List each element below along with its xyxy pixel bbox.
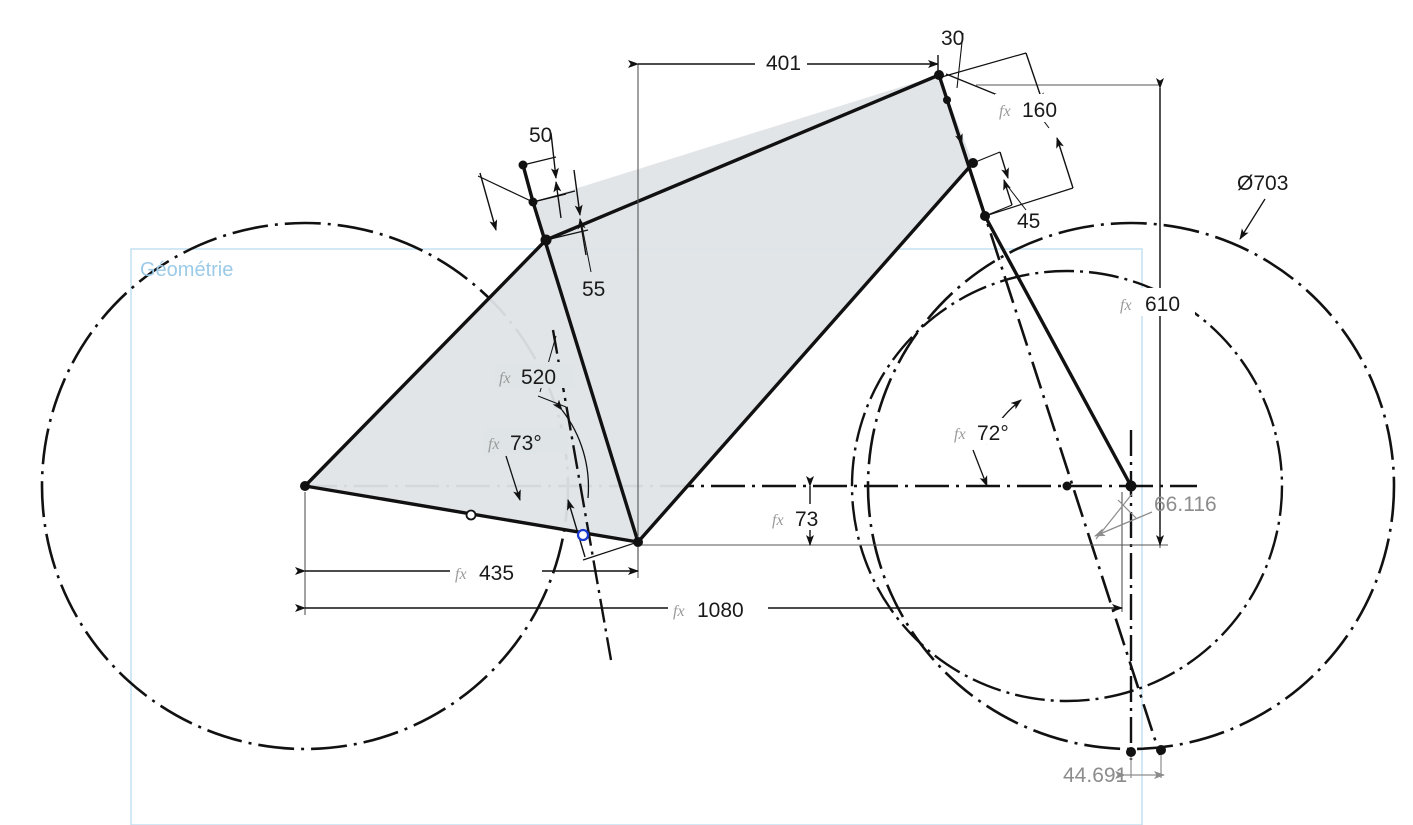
dimension-top-tube-401[interactable]: 401	[628, 50, 939, 76]
dimension-head-angle-72[interactable]: fx 72°	[950, 399, 1038, 487]
fx-marker-73deg: fx	[488, 436, 500, 453]
top-tube	[544, 73, 941, 242]
dim-label-55: 55	[582, 278, 605, 301]
point-steering-ground-center	[1062, 481, 1072, 491]
dim-label-bbdrop: 73	[795, 508, 818, 531]
dimension-head-45[interactable]: 45	[972, 151, 1040, 233]
front-wheel-inner-circle[interactable]	[850, 269, 1284, 703]
seat-stay	[303, 238, 548, 488]
dim-label-50: 50	[529, 124, 552, 147]
dimension-wheelbase-1080[interactable]: fx 1080	[295, 595, 1123, 622]
dimension-seat-55[interactable]: 55	[532, 169, 605, 301]
dim-label-610: 610	[1145, 293, 1180, 316]
point-seat-post-top	[518, 160, 528, 170]
frame-fill-region	[305, 75, 973, 542]
point-rear-axle	[300, 481, 310, 491]
fx-marker-610: fx	[1120, 297, 1132, 314]
point-head-tube-bottom	[980, 211, 990, 221]
sketch-name-label: Géométrie	[140, 259, 233, 281]
fx-marker-1080: fx	[673, 603, 685, 620]
point-seat-tube-top	[528, 197, 538, 207]
seat-post	[521, 163, 535, 204]
dimension-stack-610[interactable]: fx 610	[1115, 78, 1195, 546]
dimension-seat-angle-73[interactable]: fx 73°	[484, 395, 590, 501]
dim-label-45: 45	[1017, 210, 1040, 233]
down-tube	[636, 161, 975, 544]
dimension-head-tube-160[interactable]: fx 160	[937, 52, 1081, 217]
dim-label-160: 160	[1022, 99, 1057, 122]
dim-label-30: 30	[941, 27, 964, 50]
point-bottom-bracket	[633, 537, 643, 547]
dim-label-trail: 66.116	[1154, 493, 1217, 516]
dimension-offset-44691[interactable]: 44.691	[1063, 752, 1165, 787]
point-head-tube-down-tube	[968, 158, 978, 168]
fork-blade	[983, 214, 1133, 488]
point-head-tube-top	[934, 70, 944, 80]
fx-marker-520: fx	[499, 370, 511, 387]
dim-label-435: 435	[479, 562, 514, 585]
point-head-tube-top-tube	[943, 96, 951, 104]
dim-label-73deg: 73°	[510, 432, 542, 455]
fx-marker-72deg: fx	[954, 426, 966, 443]
dimension-head-30[interactable]: 30	[938, 27, 1001, 145]
fx-marker-160: fx	[999, 103, 1011, 120]
sketch-points[interactable]	[300, 70, 1166, 757]
dim-label-72deg: 72°	[977, 422, 1009, 445]
dimension-chainstay-435[interactable]: fx 435	[295, 558, 639, 585]
fx-marker-435: fx	[455, 566, 467, 583]
dimension-bb-drop-73[interactable]: fx 73	[768, 476, 844, 546]
point-seat-top-tube-junction	[540, 234, 552, 246]
dim-label-offset: 44.691	[1063, 764, 1127, 787]
dim-label-diameter: Ø703	[1237, 172, 1288, 195]
point-front-axle	[1125, 480, 1137, 492]
dimension-wheel-diameter-703[interactable]: Ø703	[1237, 172, 1288, 240]
point-offset-a	[1126, 747, 1136, 757]
point-offset-b	[1156, 745, 1166, 755]
dim-label-401: 401	[766, 52, 801, 75]
dimension-seat-tube-520[interactable]: fx 520	[477, 172, 639, 561]
fx-marker-bbdrop: fx	[772, 512, 784, 529]
point-selected-chainstay-intersection	[576, 528, 590, 542]
point-chainstay-midpoint	[465, 509, 477, 521]
dim-label-1080: 1080	[697, 599, 744, 622]
dimension-trail-66116[interactable]: 66.116	[1094, 493, 1217, 540]
seat-tube	[531, 200, 640, 544]
dim-label-520: 520	[521, 366, 556, 389]
